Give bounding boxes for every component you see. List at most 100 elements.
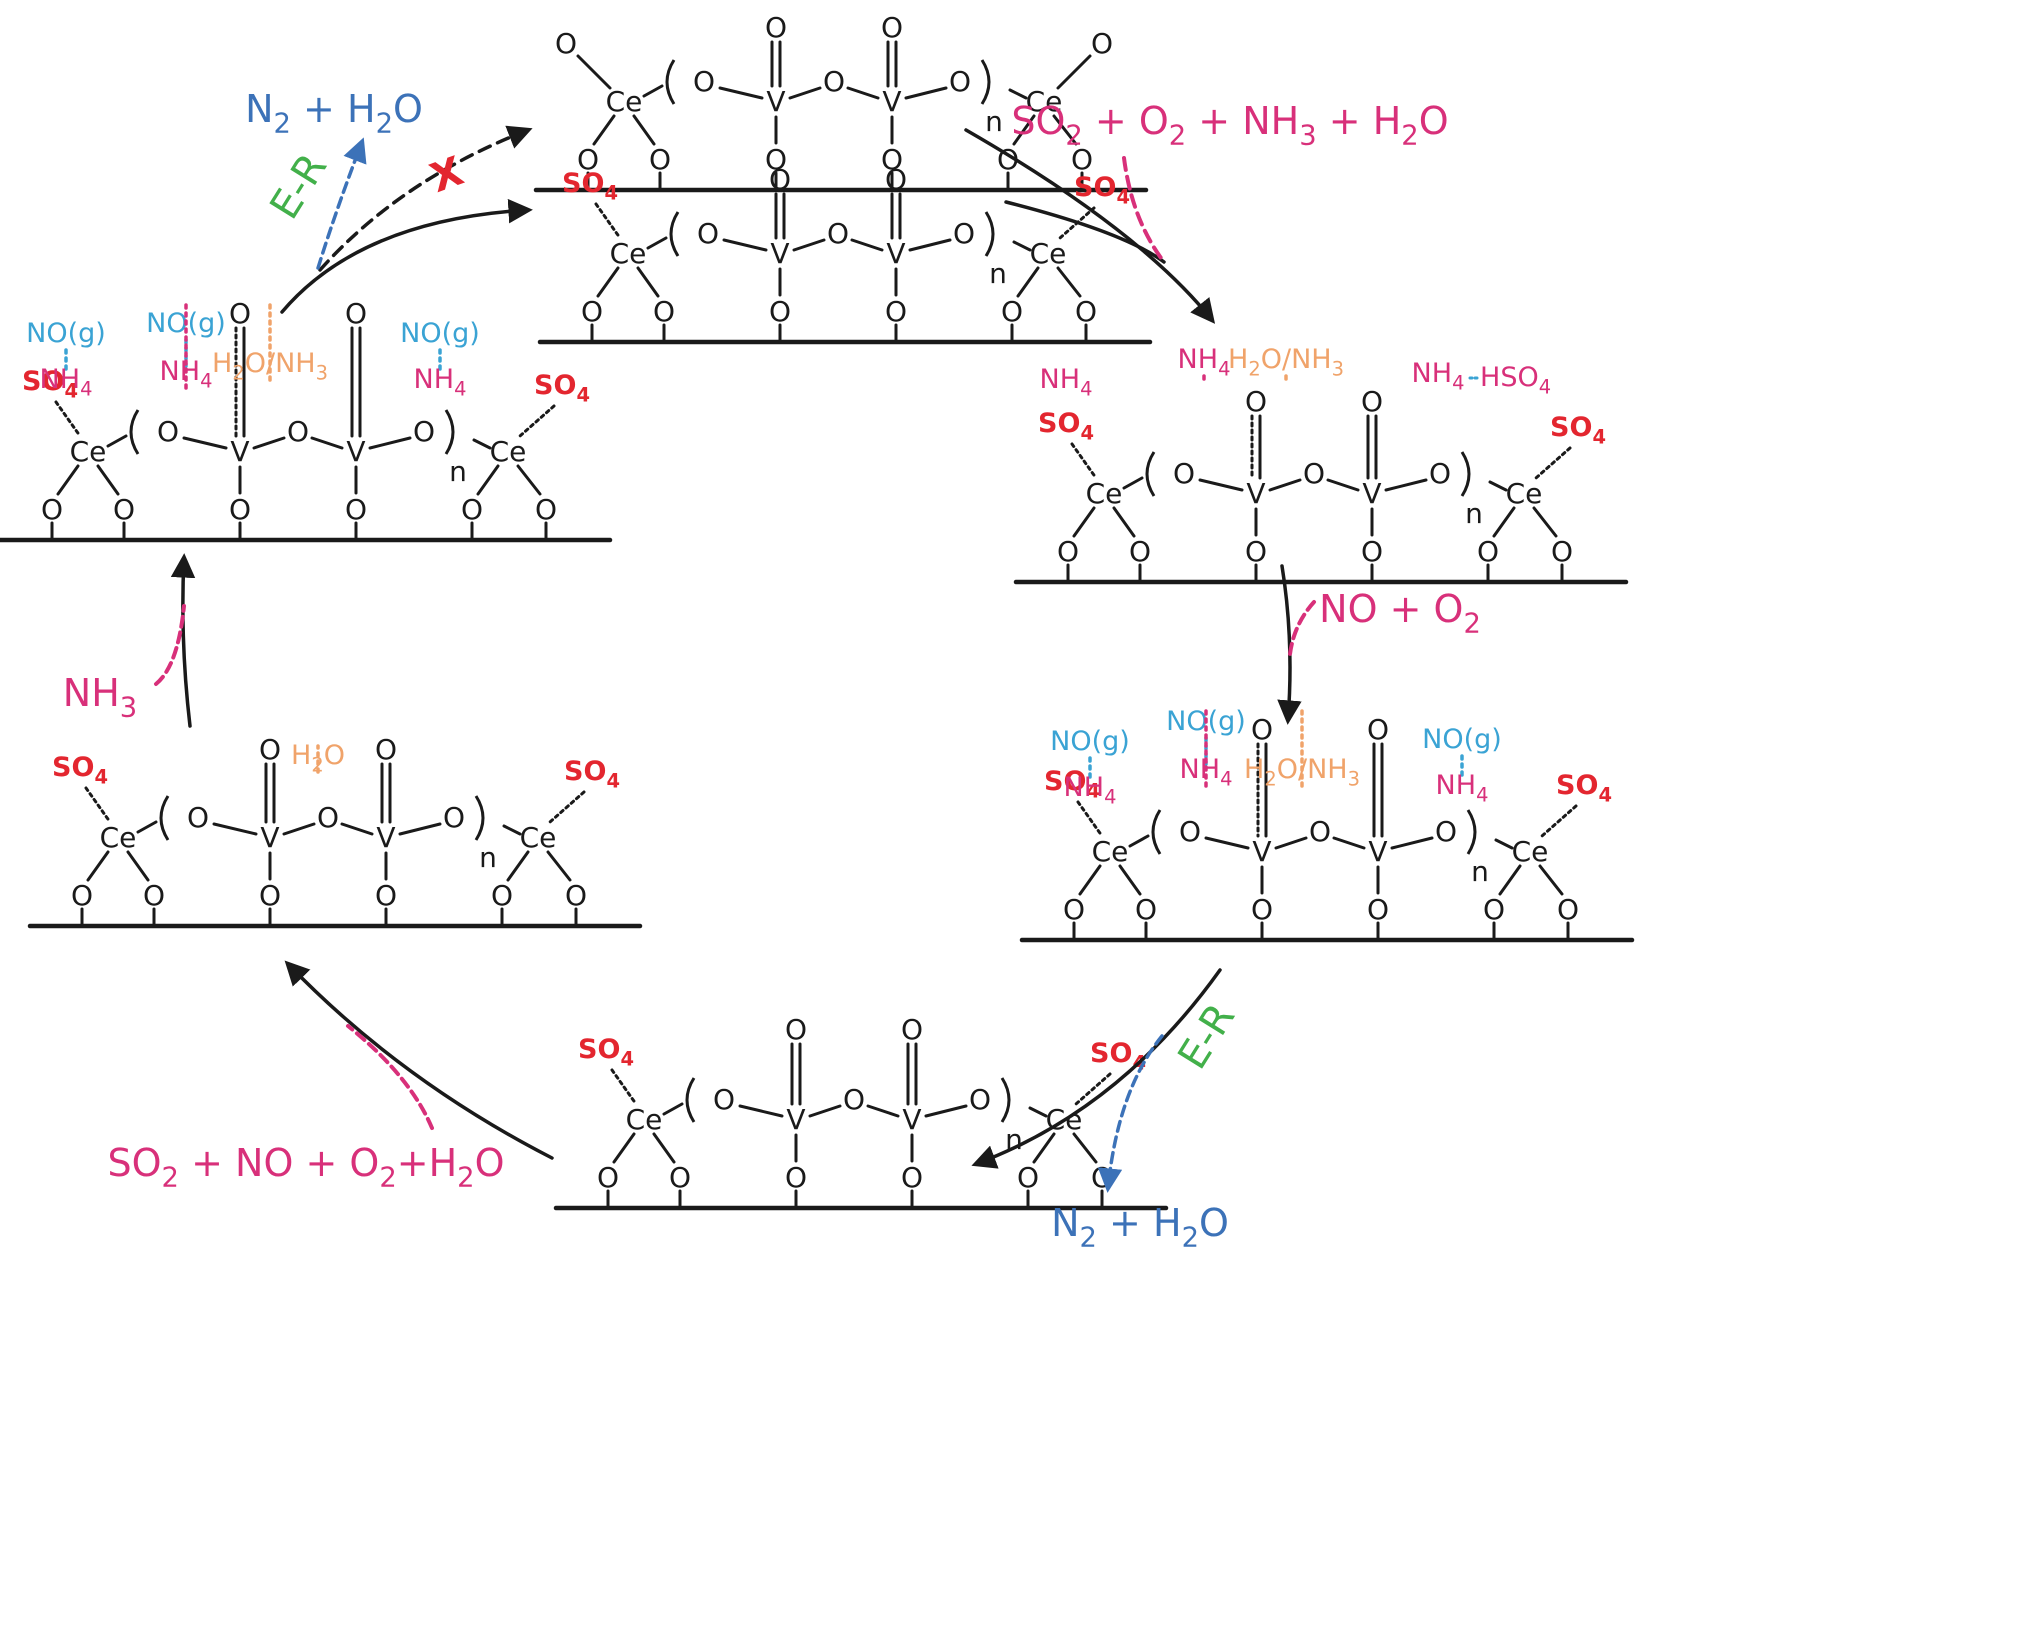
o-v-bond: [846, 86, 880, 100]
chain-ce-bond: [1488, 480, 1508, 492]
ce-atom-left: Ce: [70, 435, 107, 468]
ce-o-bond: [576, 54, 612, 90]
sulfate-label: SO4: [578, 1034, 634, 1071]
reactant-inflow-so2: [1122, 156, 1166, 264]
bridging-oxygen: O: [287, 415, 309, 448]
bisulfate-label: HSO4: [1480, 362, 1551, 399]
bottom-oxygen: O: [1129, 535, 1151, 568]
ce-chain-bond: [662, 1102, 684, 1116]
ce-so4-bond: [1540, 804, 1578, 838]
bridging-oxygen: O: [157, 415, 179, 448]
ce-oxygen: O: [1091, 27, 1113, 60]
bottom-oxygen: O: [885, 295, 907, 328]
ce-chain-bond: [646, 236, 668, 250]
vanadyl-oxygen: O: [901, 1013, 923, 1046]
sulfate-label: SO4: [52, 752, 108, 789]
polymer-bracket-left: [1151, 809, 1162, 855]
ce-atom-right: Ce: [1026, 85, 1063, 118]
bridging-oxygen: O: [1435, 815, 1457, 848]
reactant-inflow-so2-no: [346, 1024, 434, 1130]
bottom-oxygen: O: [901, 1161, 923, 1194]
ce-chain-bond: [136, 820, 158, 834]
vanadyl-oxygen: O: [1251, 713, 1273, 746]
ce-atom-left: Ce: [100, 821, 137, 854]
bottom-oxygen: O: [535, 493, 557, 526]
ce-o-bond: [592, 114, 616, 146]
bottom-oxygen: O: [597, 1161, 619, 1194]
sulfate-label: SO4: [1556, 770, 1612, 807]
bridging-oxygen: O: [823, 65, 845, 98]
ce-o-bond: [506, 850, 530, 882]
arrow-rightlower-to-bottom: [971, 968, 1222, 1169]
vanadium-atom: V: [1362, 477, 1381, 510]
ce-o-bond: [636, 266, 660, 298]
adsorbed-ammonium: NH4: [414, 364, 467, 401]
polymer-bracket-left: [159, 795, 170, 841]
bottom-oxygen: O: [1483, 893, 1505, 926]
adsorbed-ammonium: NH4: [1040, 364, 1093, 401]
polymer-bracket-left: [1145, 451, 1156, 497]
bridging-oxygen: O: [713, 1083, 735, 1116]
ce-o-bond: [596, 266, 620, 298]
bottom-oxygen: O: [769, 295, 791, 328]
bottom-oxygen: O: [1071, 143, 1093, 176]
ce-so4-bond: [548, 790, 586, 824]
adsorbed-ammonium: NH4: [1064, 772, 1117, 809]
bridging-oxygen: O: [1429, 457, 1451, 490]
polymer-bracket-right: [1000, 1077, 1011, 1123]
v-o-bond: [1384, 478, 1428, 492]
ce-o-bond: [1538, 864, 1564, 896]
bottom-oxygen: O: [113, 493, 135, 526]
right-outer-stack-right: NH4: [1412, 358, 1465, 395]
adsorbed-no-gas: NO(g): [400, 318, 480, 349]
reactant-label-so2-o2-nh3-h2o: SO2 + O2 + NH3 + H2O: [1011, 99, 1448, 152]
ce-o-bond: [632, 114, 656, 146]
ce-o-bond: [1052, 114, 1078, 146]
ce-o-bond: [1012, 114, 1036, 146]
o-v-bond: [1198, 478, 1244, 492]
o-v-bond: [1326, 478, 1360, 492]
polymer-bracket-left: [665, 59, 676, 105]
adsorbed-ammonium: NH4: [1436, 770, 1489, 807]
bottom-oxygen: O: [1477, 535, 1499, 568]
adsorbed-no-gas: NO(g): [1166, 706, 1246, 737]
sulfate-label: SO4: [1550, 412, 1606, 449]
ce-chain-bond: [1122, 476, 1144, 490]
chain-ce-bond: [1028, 1106, 1048, 1118]
adsorbed-ammonium: NH4: [1412, 358, 1465, 395]
ce-o-bond: [476, 464, 500, 496]
bridging-oxygen: O: [697, 217, 719, 250]
ce-so4-bond: [518, 404, 556, 438]
vanadium-atom: V: [902, 1103, 921, 1136]
blocked-cross-icon: X: [425, 148, 470, 202]
bottom-oxygen: O: [653, 295, 675, 328]
bottom-oxygen: O: [649, 143, 671, 176]
o-v-bond: [850, 238, 884, 252]
bridging-oxygen: O: [693, 65, 715, 98]
o-v-bond: [718, 86, 764, 100]
sulfate-label: SO4: [564, 756, 620, 793]
o-v-bond: [1332, 836, 1366, 850]
repeat-index-n: n: [1465, 497, 1483, 530]
ce-o-bond: [1056, 54, 1092, 90]
ce-so4-bond: [1534, 446, 1572, 480]
v-o-bond: [908, 238, 952, 252]
adsorbed-no-gas: NO(g): [146, 308, 226, 339]
right-outer-stack-left: NH4: [1040, 364, 1093, 401]
ce-o-bond: [516, 464, 542, 496]
chain-ce-bond: [1008, 88, 1028, 100]
ce-o-bond: [96, 464, 120, 496]
repeat-index-n: n: [1471, 855, 1489, 888]
ce-atom-left: Ce: [1092, 835, 1129, 868]
adsorbed-no-gas: NO(g): [26, 318, 106, 349]
v-o-bond: [1274, 836, 1308, 850]
o-v-bond: [340, 822, 374, 836]
ce-atom-right: Ce: [520, 821, 557, 854]
ce-oxygen: O: [555, 27, 577, 60]
bridging-oxygen: O: [953, 217, 975, 250]
bottom-oxygen: O: [765, 143, 787, 176]
repeat-index-n: n: [1005, 1123, 1023, 1156]
vanadium-atom: V: [766, 85, 785, 118]
